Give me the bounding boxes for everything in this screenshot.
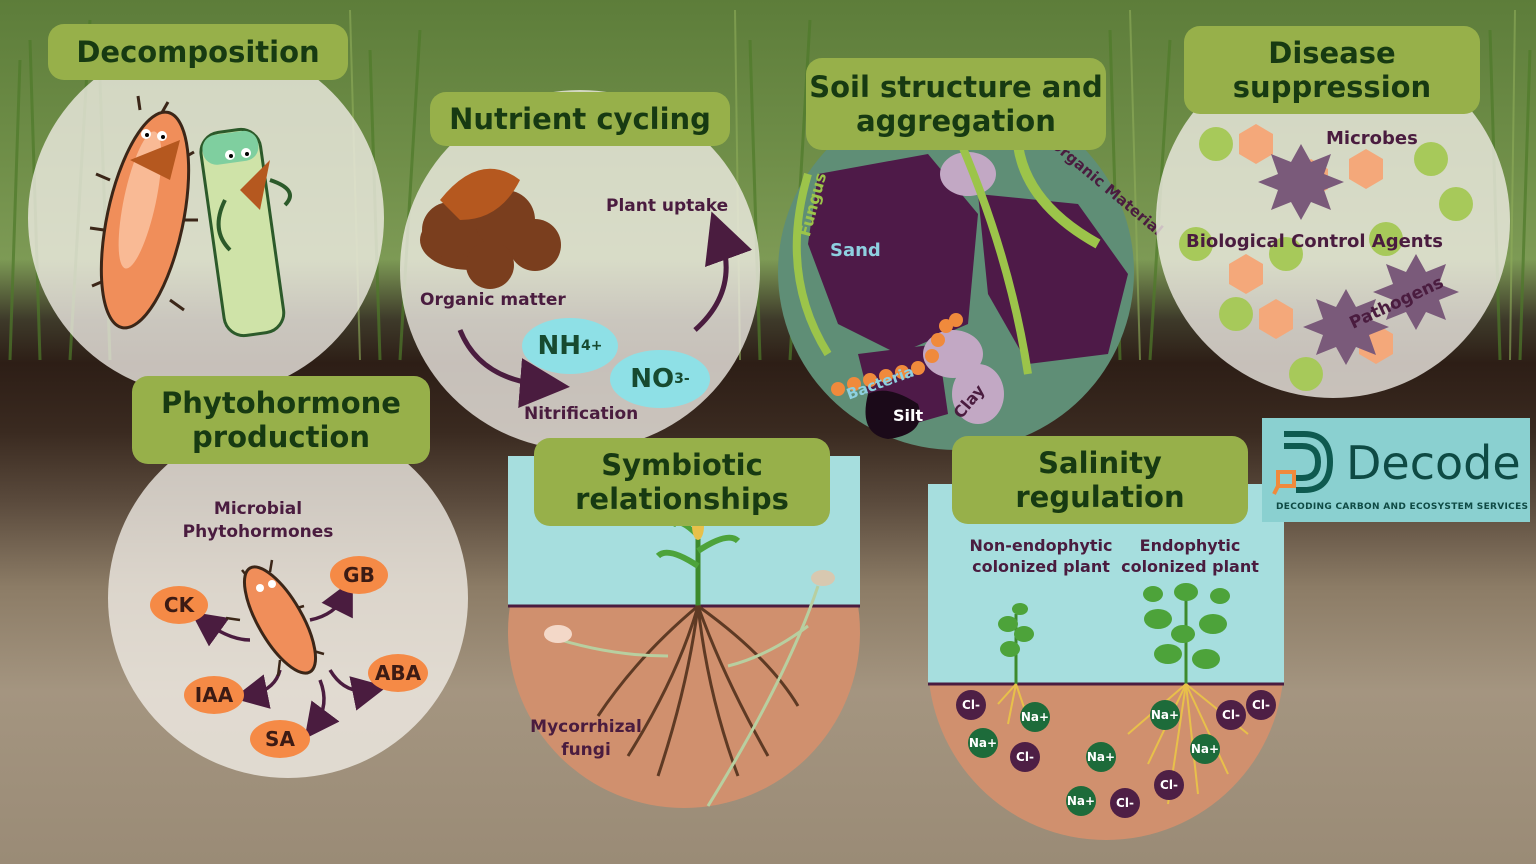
no3-superscript: - <box>683 371 690 387</box>
decode6-logo-mark-icon <box>1272 431 1334 495</box>
silt-label: Silt <box>893 406 924 425</box>
no3-text: NO <box>630 364 675 394</box>
disease-microbes-illustration <box>1179 124 1473 391</box>
soil-structure-title: Soil structure and aggregation <box>806 58 1106 150</box>
ion-na-3: Na+ <box>1086 742 1116 772</box>
ion-na-6: Na+ <box>1190 734 1220 764</box>
hormone-iaa: IAA <box>184 676 244 714</box>
disease-suppression-title: Disease suppression <box>1184 26 1480 114</box>
phytohormone-title: Phytohormone production <box>132 376 430 464</box>
organic-matter-label: Organic matter <box>420 290 566 310</box>
symbiotic-title: Symbiotic relationships <box>534 438 830 526</box>
non-endophytic-label: Non-endophytic colonized plant <box>969 536 1113 576</box>
organic-matter-illustration <box>420 168 561 289</box>
microbial-phytohormones-label: Microbial Phytohormones <box>182 499 334 542</box>
decode6-logo-tagline: DECODING CARBON AND ECOSYSTEM SERVICES <box>1276 502 1529 512</box>
ion-na-5: Na+ <box>1150 700 1180 730</box>
ion-cl-3: Cl- <box>1110 788 1140 818</box>
decode6-logo-name: Decode 6 <box>1346 436 1536 490</box>
endophytic-label: Endophytic colonized plant <box>1121 536 1259 576</box>
nh4-subscript: 4 <box>581 338 591 354</box>
ion-na-4: Na+ <box>1066 786 1096 816</box>
nutrient-cycle-arrows <box>457 211 753 408</box>
nh4-text: NH <box>537 331 582 361</box>
hormone-sa: SA <box>250 720 310 758</box>
decomposition-title: Decomposition <box>48 24 348 80</box>
ion-na-1: Na+ <box>1020 702 1050 732</box>
nutrient-cycling-title: Nutrient cycling <box>430 92 730 146</box>
salinity-title: Salinity regulation <box>952 436 1248 524</box>
soil-aggregate-illustration <box>792 112 1128 439</box>
ion-na-2: Na+ <box>968 728 998 758</box>
nh4-superscript: + <box>590 338 603 354</box>
ion-cl-2: Cl- <box>1010 742 1040 772</box>
phytohormone-arrows <box>190 559 388 740</box>
decomposition-microbes-illustration <box>89 95 292 338</box>
ion-cl-1: Cl- <box>956 690 986 720</box>
hormone-ck: CK <box>150 586 208 624</box>
nitrification-label: Nitrification <box>524 404 639 424</box>
no3-subscript: 3 <box>674 371 684 387</box>
hormone-aba: ABA <box>368 654 428 692</box>
decode6-logo: Decode 6 DECODING CARBON AND ECOSYSTEM S… <box>1262 418 1536 522</box>
hormone-gb: GB <box>330 556 388 594</box>
decomposition-bubble <box>28 40 384 396</box>
microbes-label: Microbes <box>1326 128 1418 149</box>
ion-cl-5: Cl- <box>1216 700 1246 730</box>
ion-cl-6: Cl- <box>1246 690 1276 720</box>
sand-label: Sand <box>830 240 881 261</box>
plant-uptake-label: Plant uptake <box>606 196 729 216</box>
mycorrhizal-fungi-label: Mycorrhizal fungi <box>530 717 642 760</box>
biological-control-agents-label: Biological Control Agents <box>1186 231 1443 252</box>
ion-cl-4: Cl- <box>1154 770 1184 800</box>
